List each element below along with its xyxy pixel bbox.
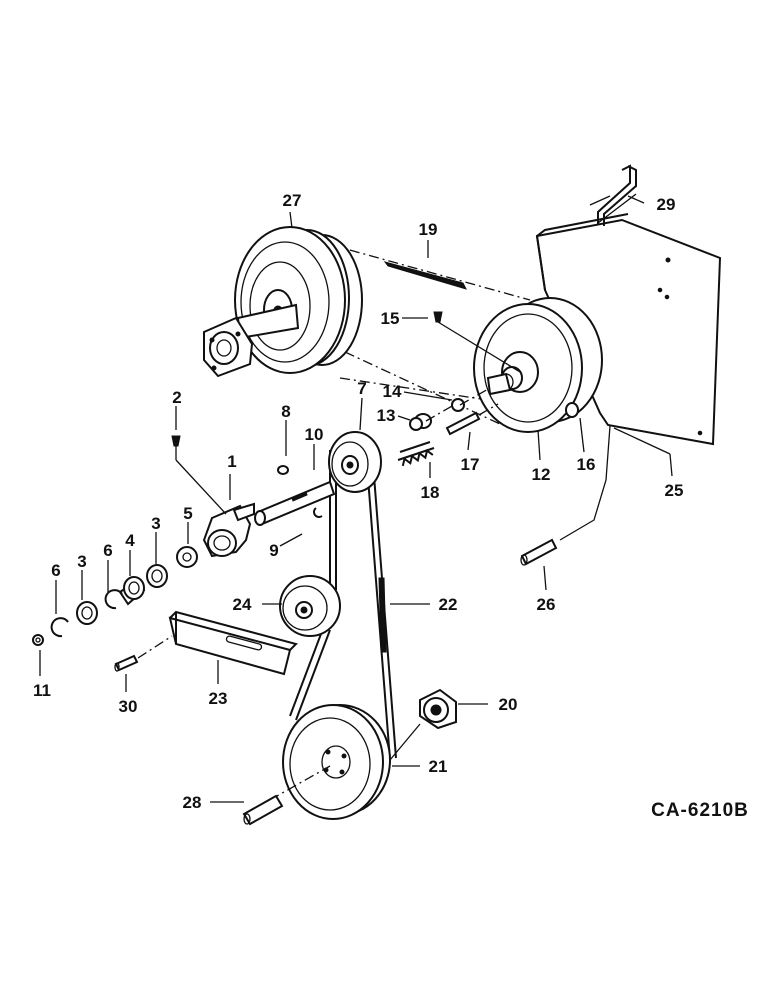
callout-20: 20 — [499, 695, 518, 714]
callout-5: 5 — [183, 504, 192, 523]
callout-28: 28 — [183, 793, 202, 812]
pulley-large-upper — [203, 226, 363, 378]
pulley-large-lower — [269, 704, 391, 820]
grease-fitting — [433, 311, 521, 373]
callout-30: 30 — [119, 697, 138, 716]
callout-21: 21 — [429, 757, 448, 776]
callout-6a: 6 — [103, 541, 112, 560]
shaft — [254, 480, 336, 526]
callout-10: 10 — [305, 425, 324, 444]
callout-1: 1 — [227, 452, 236, 471]
pulley-idler-upper — [328, 431, 382, 493]
callout-12: 12 — [532, 465, 551, 484]
arm — [171, 435, 255, 558]
bracket — [597, 164, 637, 226]
snap-ring — [313, 507, 323, 518]
callout-15: 15 — [381, 309, 400, 328]
rod — [520, 425, 611, 566]
callout-3a: 3 — [151, 514, 160, 533]
callout-16: 16 — [577, 455, 596, 474]
callout-22: 22 — [439, 595, 458, 614]
pin-adjuster — [114, 654, 139, 672]
callout-17: 17 — [461, 455, 480, 474]
drawing-code: CA-6210B — [651, 800, 749, 821]
leader-lines — [39, 195, 673, 803]
callout-27: 27 — [283, 191, 302, 210]
callout-18: 18 — [421, 483, 440, 502]
callout-7: 7 — [357, 379, 366, 398]
callout-11: 11 — [33, 681, 51, 700]
key — [277, 465, 289, 475]
callout-19: 19 — [419, 220, 438, 239]
pulley-clutch — [473, 297, 603, 433]
pulley-idler-middle — [279, 575, 341, 637]
belt-strip-vertical — [378, 577, 387, 653]
small-parts-right — [397, 387, 499, 467]
callout-labels: 1 2 3 3 4 5 6 6 7 8 9 10 11 12 13 14 15 … — [33, 191, 683, 812]
belt-strip — [383, 261, 467, 290]
callout-24: 24 — [233, 595, 252, 614]
callout-3b: 3 — [77, 552, 86, 571]
adjuster-plate — [137, 610, 298, 676]
callout-26: 26 — [537, 595, 556, 614]
callout-8: 8 — [281, 402, 290, 421]
callout-14: 14 — [383, 382, 402, 401]
callout-25: 25 — [665, 481, 684, 500]
callout-2: 2 — [172, 388, 181, 407]
pin-lower — [242, 794, 284, 826]
callout-13: 13 — [377, 406, 396, 425]
callout-4: 4 — [125, 531, 135, 550]
callout-6b: 6 — [51, 561, 60, 580]
bearing-stack — [32, 546, 198, 646]
callout-23: 23 — [209, 689, 228, 708]
callout-29: 29 — [657, 195, 676, 214]
pulley-small — [419, 688, 457, 730]
callout-9: 9 — [269, 541, 278, 560]
